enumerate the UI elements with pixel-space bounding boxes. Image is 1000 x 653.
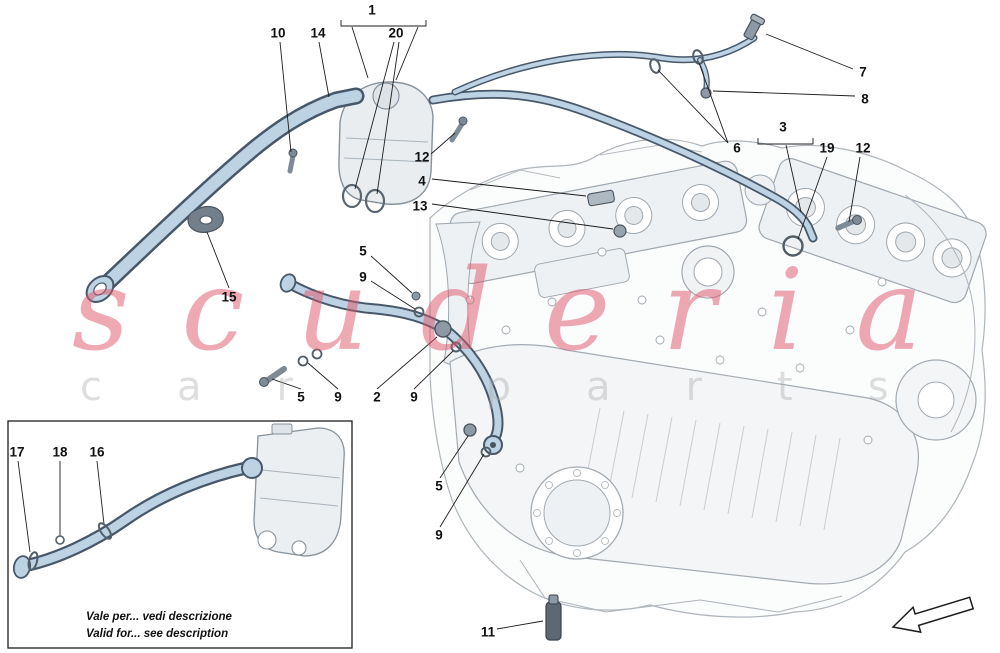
hose-clamp xyxy=(649,58,661,74)
vent-hose-top xyxy=(451,13,766,99)
washer xyxy=(55,535,65,545)
direction-arrow-icon xyxy=(891,596,975,634)
stud xyxy=(411,291,421,301)
pipe-bracket xyxy=(587,189,615,207)
washer xyxy=(297,355,309,367)
washer xyxy=(413,306,425,318)
inset-caption-italian: Vale per... vedi descrizione xyxy=(86,611,232,623)
hose-middle xyxy=(279,273,504,458)
hose-clamp xyxy=(27,551,39,571)
o-ring xyxy=(782,235,804,257)
hose-clamp xyxy=(450,341,462,353)
inset-hose-port xyxy=(241,457,263,479)
hose-clamp xyxy=(97,522,113,540)
bolt xyxy=(613,224,627,238)
hose-end-fitting xyxy=(743,13,766,41)
engine-block-art xyxy=(429,138,987,618)
inset-caption: Vale per... vedi descrizione Valid for..… xyxy=(86,609,232,644)
banjo-bolt xyxy=(463,423,477,437)
blowby-pipe-right xyxy=(428,89,818,257)
gasket-ring xyxy=(364,188,386,214)
hose-clamp xyxy=(692,49,704,65)
gasket-ring xyxy=(341,183,363,209)
leader-lines xyxy=(17,20,861,630)
screw xyxy=(852,215,862,225)
oil-separator-part xyxy=(338,81,434,214)
t-fitting xyxy=(434,320,452,338)
sealing-washer xyxy=(480,446,492,458)
hose-main-left xyxy=(85,87,365,303)
inset-detail-box xyxy=(7,420,353,649)
screw xyxy=(288,148,298,158)
screw xyxy=(259,377,269,387)
washer xyxy=(311,348,323,360)
inset-caption-english: Valid for... see description xyxy=(86,628,229,641)
screw xyxy=(458,116,468,126)
sensor-plug xyxy=(545,601,562,641)
